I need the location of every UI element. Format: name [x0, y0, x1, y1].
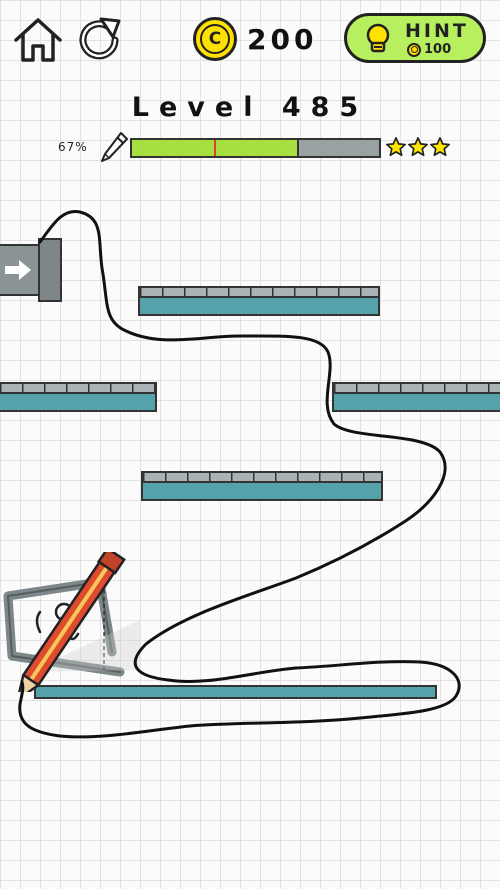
ink-bar [130, 138, 381, 158]
star-icon [386, 137, 406, 157]
platform-upper [138, 286, 380, 316]
floor-platform [34, 685, 437, 699]
home-icon [14, 18, 62, 62]
arrow-right-icon [5, 260, 31, 280]
level-title: Level 485 [131, 92, 369, 123]
hint-coin-icon [407, 42, 421, 57]
restart-icon [79, 17, 121, 60]
pencil-icon [101, 132, 128, 162]
hint-cost: 100 [407, 42, 451, 57]
coin-symbol: C [200, 24, 230, 54]
ink-percent: 67% [58, 140, 88, 154]
coin-icon: C [193, 17, 237, 61]
coin-count: 200 [247, 22, 318, 56]
platform-right [332, 382, 500, 412]
restart-button[interactable] [73, 14, 125, 66]
lightbulb-icon [366, 23, 390, 53]
hint-cost-value: 100 [424, 42, 452, 57]
platform-left [0, 382, 157, 412]
home-button[interactable] [12, 14, 64, 66]
exit-pipe-rim [38, 238, 62, 302]
star-icon [408, 137, 428, 157]
coin-display: C 200 [193, 14, 317, 64]
drawing-pencil [16, 552, 140, 692]
ink-star-threshold-marker [213, 140, 216, 156]
platform-middle [141, 471, 383, 501]
star-icon [430, 137, 450, 157]
star-rating [385, 136, 451, 158]
ink-bar-fill [132, 140, 300, 156]
hint-button[interactable]: HINT 100 [344, 13, 486, 63]
hint-label: HINT [405, 20, 469, 42]
